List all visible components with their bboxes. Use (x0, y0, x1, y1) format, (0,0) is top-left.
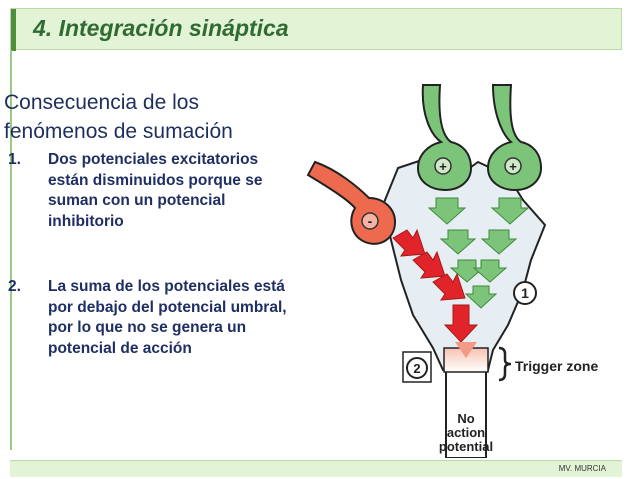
green-arrow (480, 229, 518, 255)
marker-1: 1 (513, 281, 537, 305)
green-arrow (472, 259, 508, 283)
excitatory-arrows (427, 197, 530, 309)
footer-author: MV. MURCIA (558, 464, 606, 473)
red-arrow (432, 272, 466, 301)
neuron-diagram: + + - 1 2 Trigger zone (306, 84, 598, 458)
inhibitory-terminal: - (306, 160, 397, 245)
red-arrow (392, 228, 426, 257)
red-arrow (443, 304, 479, 343)
fading-arrow (455, 342, 477, 358)
inhibitory-arrows (392, 228, 479, 343)
slide-title: 4. Integración sináptica (33, 15, 289, 41)
excitatory-sign-left: + (439, 159, 447, 174)
green-arrow (464, 285, 498, 309)
green-arrow (490, 197, 530, 225)
title-bar: 4. Integración sináptica (10, 8, 622, 51)
list-number-2: 2. (8, 278, 21, 295)
list-number-1: 1. (8, 151, 21, 168)
green-arrow (439, 229, 477, 255)
green-arrow (449, 259, 485, 283)
footer-bar: MV. MURCIA (10, 460, 622, 477)
list-text-1: Dos potenciales excitatorios están dismi… (48, 151, 263, 230)
marker-2: 2 (402, 351, 432, 383)
slide-subtitle: Consecuencia de los fenómenos de sumació… (4, 91, 233, 143)
inhibitory-sign: - (368, 213, 373, 229)
svg-text:2: 2 (413, 361, 420, 376)
result-line-3: potential (439, 439, 493, 454)
excitatory-terminal-left: + (416, 84, 473, 192)
title-accent (11, 9, 16, 51)
result-line-1: No (457, 411, 474, 426)
result-line-2: action (447, 425, 485, 440)
trigger-zone-label: Trigger zone (515, 358, 598, 374)
trigger-brace (498, 346, 512, 382)
green-arrow (427, 197, 467, 225)
excitatory-terminal-right: + (486, 84, 543, 192)
axon (445, 369, 487, 458)
svg-text:1: 1 (521, 285, 529, 301)
red-arrow (412, 250, 446, 279)
list-text-2: La suma de los potenciales está por deba… (48, 278, 287, 357)
excitatory-sign-right: + (509, 159, 517, 174)
left-rule (10, 50, 12, 450)
